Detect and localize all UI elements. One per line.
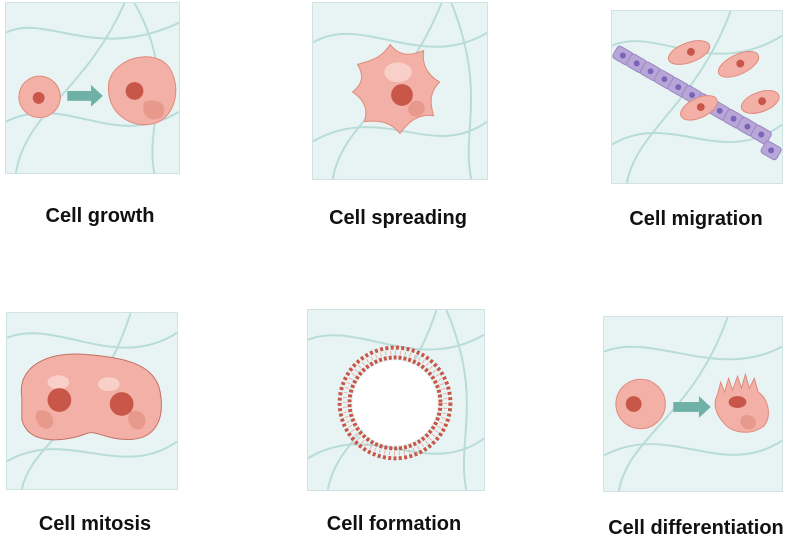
- cell-migration-label: Cell migration: [629, 208, 763, 230]
- large-cell: [107, 56, 177, 126]
- migrating-cells: [667, 40, 780, 121]
- cell-migration-panel: [611, 10, 783, 184]
- cell-mitosis-panel: [6, 312, 178, 490]
- dividing-cell: [20, 353, 162, 441]
- matrix-fibers: [308, 310, 484, 490]
- cell-spreading-label: Cell spreading: [329, 207, 467, 229]
- stem-cell: [615, 378, 666, 430]
- differentiated-cell: [714, 372, 769, 433]
- cell-spreading-illustration: [313, 3, 487, 179]
- cell-growth-illustration: [6, 3, 179, 173]
- differentiation-arrow: [673, 396, 711, 418]
- matrix-fibers: [604, 317, 782, 491]
- spreading-cell: [351, 43, 441, 135]
- cell-growth-panel: [5, 2, 180, 174]
- growth-arrow: [67, 85, 103, 107]
- cell-migration-illustration: [612, 11, 782, 183]
- cell-differentiation-panel: [603, 316, 783, 492]
- cell-spreading-panel: [312, 2, 488, 180]
- cell-formation-panel: [307, 309, 485, 491]
- cell-differentiation-label: Cell differentiation: [608, 517, 784, 539]
- cell-differentiation-illustration: [604, 317, 782, 491]
- cell-formation-label: Cell formation: [326, 513, 462, 535]
- small-cell: [18, 75, 61, 119]
- cell-formation-illustration: [308, 310, 484, 490]
- cell-mitosis-illustration: [7, 313, 177, 489]
- lipid-bilayer-ring: [337, 345, 453, 461]
- cell-mitosis-label: Cell mitosis: [38, 513, 152, 535]
- cell-growth-label: Cell growth: [45, 205, 155, 227]
